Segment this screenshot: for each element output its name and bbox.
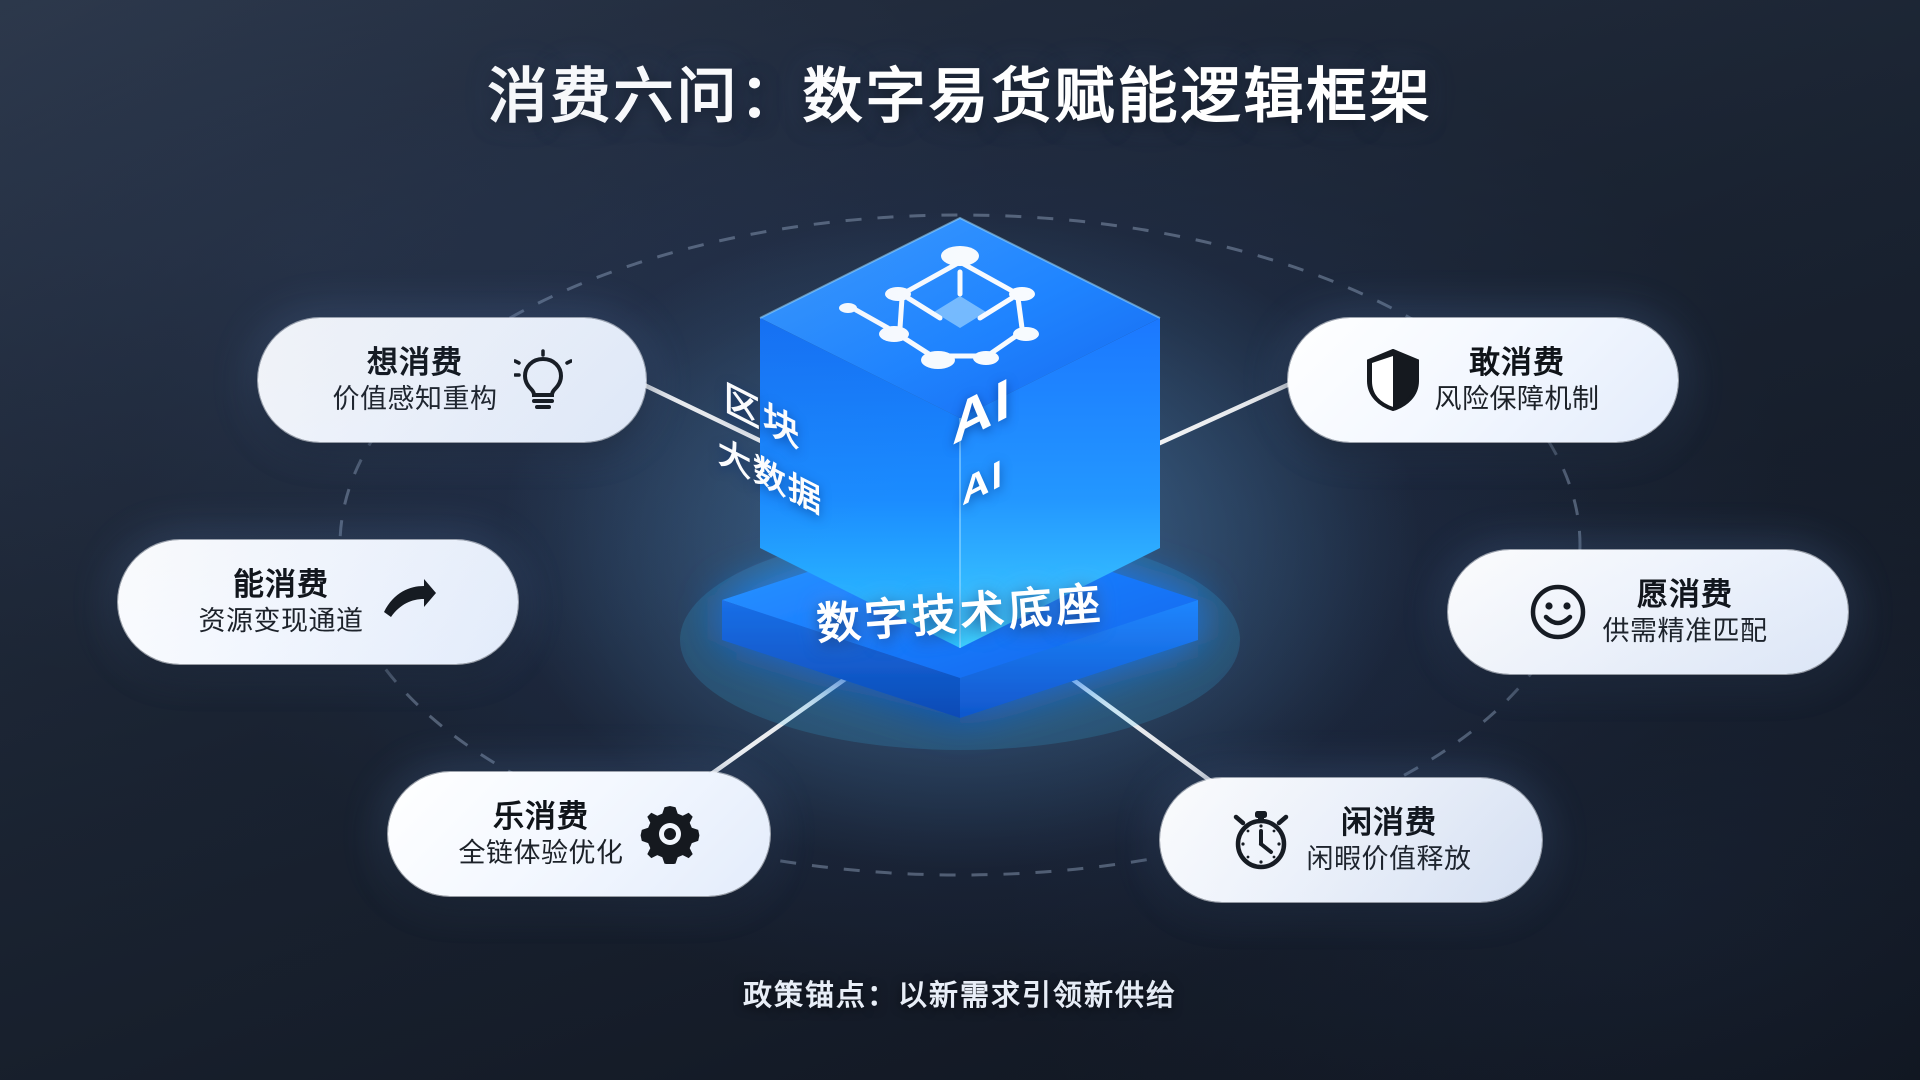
node-card-title: 想消费 bbox=[367, 345, 463, 381]
gear-icon bbox=[640, 804, 700, 864]
arrow-right-icon bbox=[380, 578, 438, 626]
node-card-text: 闲消费 闲暇价值释放 bbox=[1307, 806, 1472, 874]
cube-right-face-label-2: AI bbox=[962, 451, 1004, 515]
node-card-text: 能消费 资源变现通道 bbox=[199, 568, 364, 636]
page-title: 消费六问：数字易货赋能逻辑框架 bbox=[487, 63, 1433, 130]
node-card-subtitle: 价值感知重构 bbox=[332, 383, 498, 414]
node-card-neng[interactable]: 能消费 资源变现通道 bbox=[118, 540, 518, 664]
node-card-title: 敢消费 bbox=[1469, 345, 1565, 381]
node-card-le[interactable]: 乐消费 全链体验优化 bbox=[388, 772, 770, 896]
node-card-subtitle: 供需精准匹配 bbox=[1602, 615, 1768, 646]
node-card-subtitle: 全链体验优化 bbox=[458, 837, 624, 868]
node-card-text: 敢消费 风险保障机制 bbox=[1435, 346, 1600, 414]
lightbulb-icon bbox=[513, 349, 572, 411]
node-card-subtitle: 闲暇价值释放 bbox=[1306, 843, 1472, 874]
node-card-subtitle: 风险保障机制 bbox=[1434, 383, 1600, 414]
cube-left-face-label-1: 区块 bbox=[724, 376, 803, 457]
node-card-title: 乐消费 bbox=[493, 799, 589, 835]
node-card-title: 能消费 bbox=[233, 567, 329, 603]
stopwatch-icon bbox=[1231, 809, 1291, 871]
node-card-gan[interactable]: 敢消费 风险保障机制 bbox=[1288, 318, 1678, 442]
cube-labels: 区块 大数据 AI AI bbox=[700, 210, 1220, 710]
node-card-xian[interactable]: 闲消费 闲暇价值释放 bbox=[1160, 778, 1542, 902]
cube-left-face-label-2: 大数据 bbox=[718, 431, 823, 522]
node-card-text: 乐消费 全链体验优化 bbox=[459, 800, 624, 868]
node-card-subtitle: 资源变现通道 bbox=[198, 605, 364, 636]
smiley-face-icon bbox=[1529, 583, 1587, 641]
shield-icon bbox=[1366, 349, 1419, 411]
node-card-text: 愿消费 供需精准匹配 bbox=[1603, 578, 1768, 646]
cube-right-face-label-1: AI bbox=[952, 363, 1012, 458]
node-card-xiang[interactable]: 想消费 价值感知重构 bbox=[258, 318, 646, 442]
policy-anchor-note: 政策锚点：以新需求引领新供给 bbox=[742, 980, 1177, 1012]
node-card-text: 想消费 价值感知重构 bbox=[333, 346, 498, 414]
node-card-title: 愿消费 bbox=[1637, 577, 1733, 613]
node-card-yuan[interactable]: 愿消费 供需精准匹配 bbox=[1448, 550, 1848, 674]
node-card-title: 闲消费 bbox=[1341, 805, 1437, 841]
